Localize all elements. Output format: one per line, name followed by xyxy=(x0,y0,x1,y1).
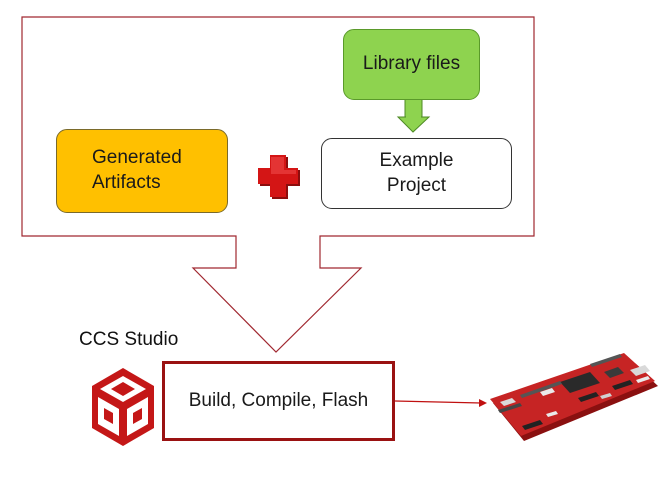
library-files-label: Library files xyxy=(362,53,461,75)
ccs-studio-label: CCS Studio xyxy=(79,329,179,350)
plus-icon xyxy=(258,155,300,199)
build-compile-flash-label: Build, Compile, Flash xyxy=(188,389,369,411)
example-project-node: Example Project xyxy=(321,138,512,209)
example-project-label-line1: Example xyxy=(379,149,454,171)
generated-artifacts-node: Generated Artifacts xyxy=(56,129,228,213)
flash-arrow xyxy=(394,399,487,407)
build-compile-flash-node: Build, Compile, Flash xyxy=(162,361,395,441)
example-project-label-line2: Project xyxy=(386,174,447,196)
generated-artifacts-label-line2: Artifacts xyxy=(92,172,161,193)
ccs-cube-icon xyxy=(92,368,154,446)
launchpad-board-icon xyxy=(490,353,658,441)
library-files-node: Library files xyxy=(343,29,480,100)
generated-artifacts-label-line1: Generated xyxy=(92,147,182,169)
